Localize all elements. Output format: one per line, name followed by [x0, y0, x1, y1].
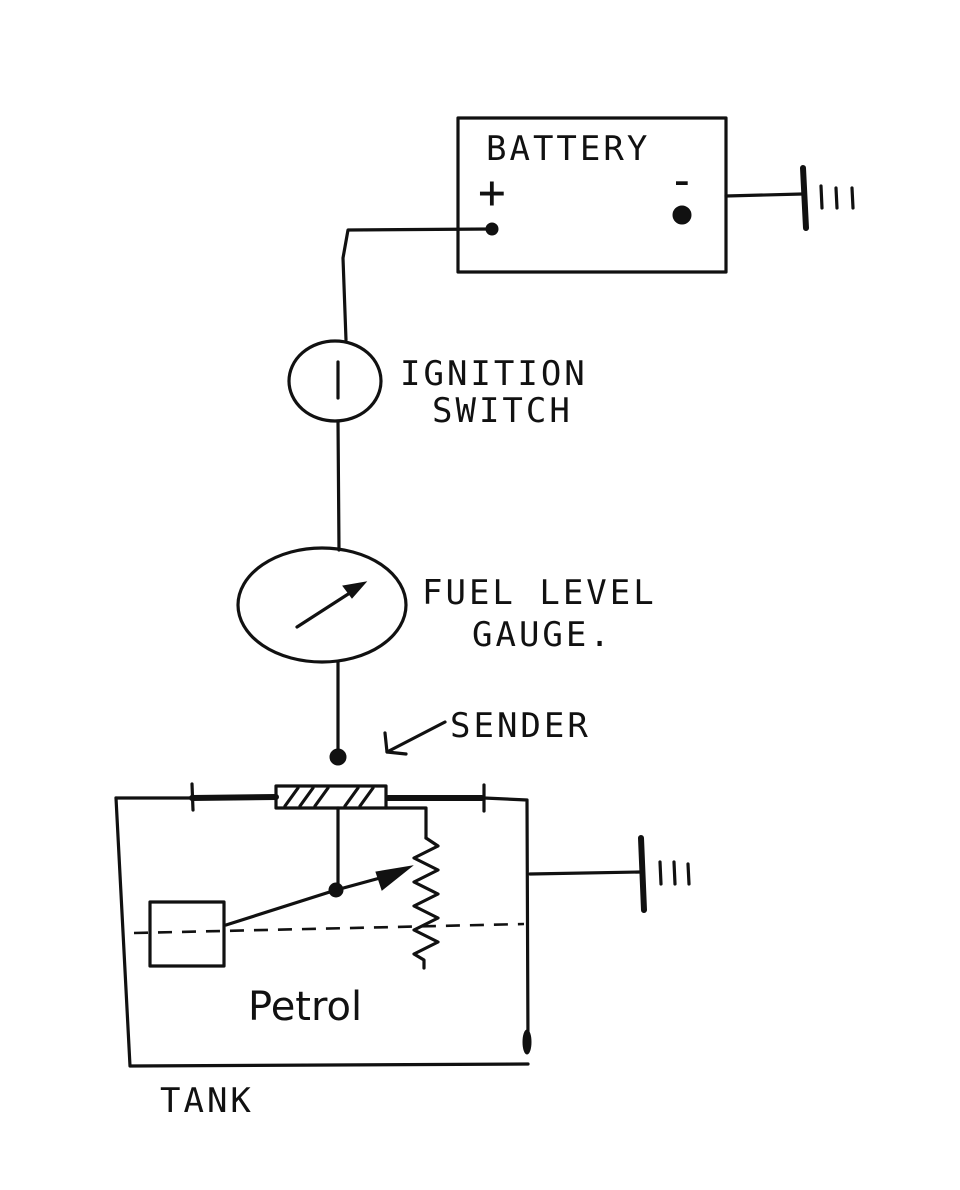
float-arm — [224, 888, 338, 927]
sender-callout: SENDER — [383, 706, 591, 756]
ignition-switch: IGNITION SWITCH — [287, 339, 588, 431]
battery: BATTERY + - — [456, 116, 728, 274]
tank: TANK — [114, 782, 532, 1121]
ignition-switch-label-line2: SWITCH — [432, 391, 573, 431]
wire-ignition-to-gauge — [336, 419, 341, 552]
fuel-gauge-needle — [295, 587, 358, 629]
float — [148, 900, 226, 968]
tank-label: TANK — [160, 1081, 254, 1121]
ignition-switch-symbol — [287, 339, 383, 423]
fuel-level-line — [133, 922, 525, 935]
fuel-gauge-needle-arrowhead — [342, 581, 368, 599]
tank-earth-symbol — [528, 835, 691, 913]
battery-negative-terminal — [672, 205, 692, 225]
fuel-level-gauge: FUEL LEVEL GAUGE. — [236, 546, 657, 664]
wiper-arrowhead — [375, 865, 414, 891]
sender-connection-dot — [329, 748, 347, 766]
ignition-switch-label-line1: IGNITION — [400, 354, 588, 394]
battery-label: BATTERY — [486, 129, 650, 169]
fuel-gauge-label-line1: FUEL LEVEL — [422, 573, 657, 613]
sender-pointer-line — [385, 720, 447, 754]
variable-resistor — [412, 836, 440, 970]
battery-negative-sign: - — [668, 153, 696, 207]
tank-right-wall — [482, 796, 530, 1050]
sender-label: SENDER — [450, 706, 591, 746]
wire-battery-to-ignition — [341, 227, 494, 342]
tank-top-left-flange — [189, 794, 279, 801]
tank-left-and-bottom-wall — [114, 796, 530, 1068]
wiper-arm — [334, 876, 382, 892]
battery-earth-symbol — [724, 165, 855, 231]
petrol-label: Petrol — [248, 984, 362, 1030]
sender-mounting-block — [274, 784, 388, 810]
fuel-gauge-label-line2: GAUGE. — [472, 615, 613, 655]
sender-pointer-arrowhead — [383, 731, 408, 756]
sender-unit — [148, 784, 440, 970]
fuel-gauge-dial — [236, 546, 408, 664]
battery-positive-sign: + — [478, 165, 506, 219]
resistor-feed-wire — [384, 806, 428, 840]
